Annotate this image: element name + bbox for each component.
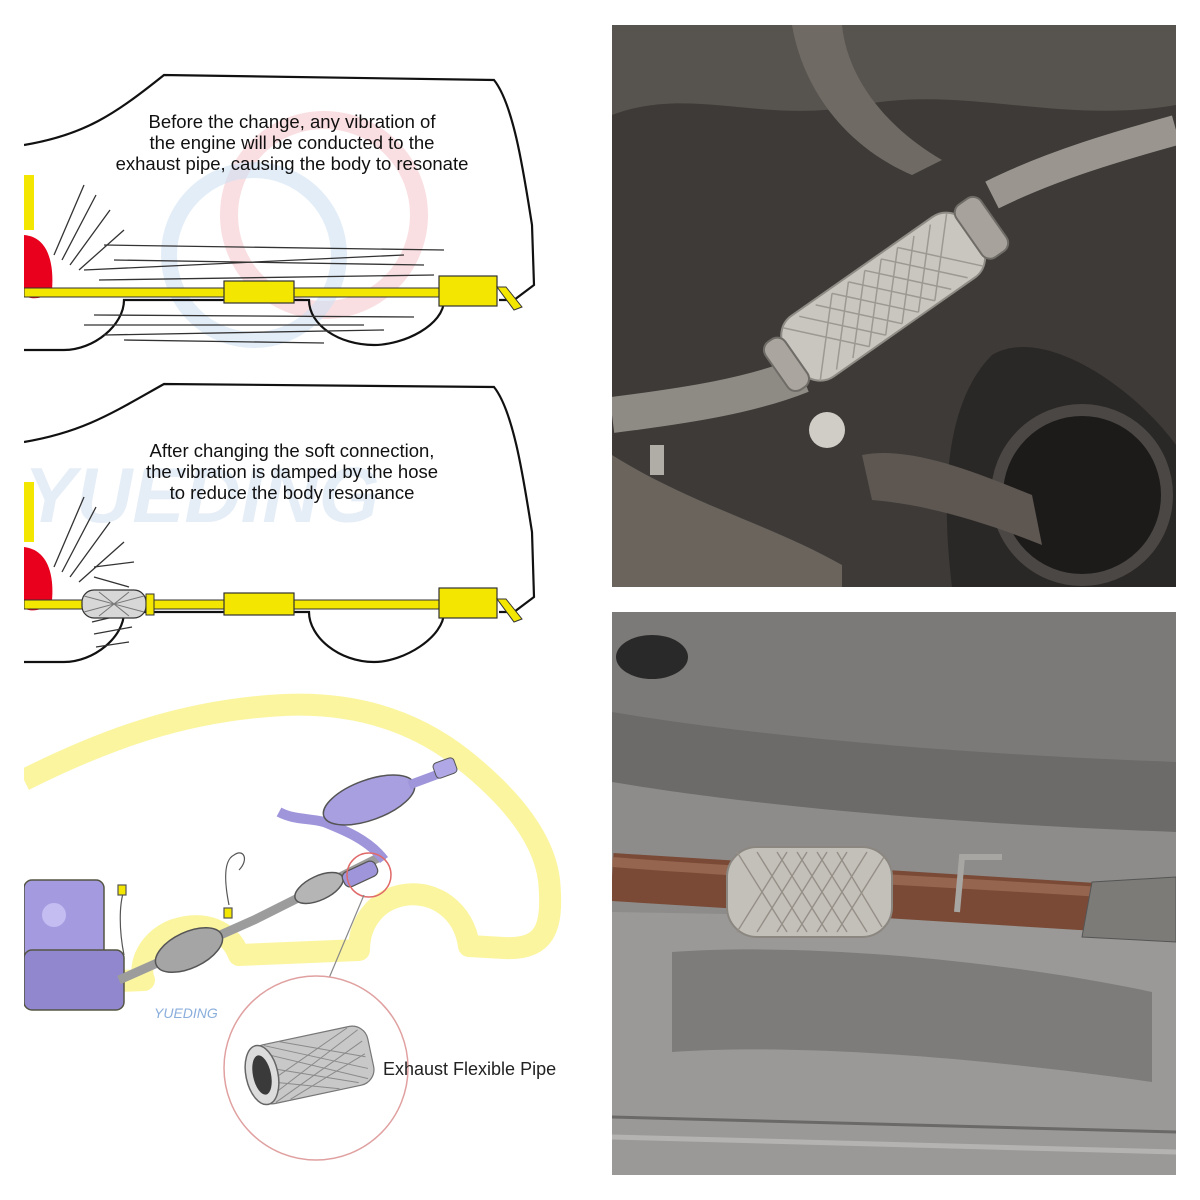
brand-watermark-icon: YUEDING (154, 1005, 218, 1021)
car-body-before-illustration (24, 73, 536, 352)
vibration-lines-icon (53, 184, 445, 344)
exhaust-system-diagram: YUEDING Exhaust Flexible Pipe (24, 680, 590, 1170)
diagram-before-change: Before the change, any vibration of the … (24, 25, 564, 355)
engine-block (24, 879, 125, 1011)
muffler-icon (322, 757, 458, 826)
resonator-box (223, 280, 295, 304)
catalytic-converter-icon (154, 926, 224, 974)
flexible-pipe-callout (223, 975, 409, 1161)
diagram-after-change: YUEDING After changing the soft connecti… (24, 372, 564, 672)
undercar-photo-flexible-pipe-1 (612, 25, 1176, 587)
before-caption: Before the change, any vibration of the … (115, 111, 469, 174)
svg-text:YUEDING: YUEDING (24, 451, 379, 539)
after-caption: After changing the soft connection, the … (145, 440, 439, 503)
vibration-lines-icon (53, 496, 135, 648)
flexible-pipe-label: Exhaust Flexible Pipe (383, 1059, 557, 1079)
car-body-after-illustration: YUEDING (24, 382, 536, 664)
muffler-box (438, 275, 498, 307)
oxygen-sensor-icon (117, 852, 246, 956)
car-exhaust-system-illustration: YUEDING (24, 693, 562, 1161)
undercar-photo-flexible-pipe-2 (612, 612, 1176, 1175)
